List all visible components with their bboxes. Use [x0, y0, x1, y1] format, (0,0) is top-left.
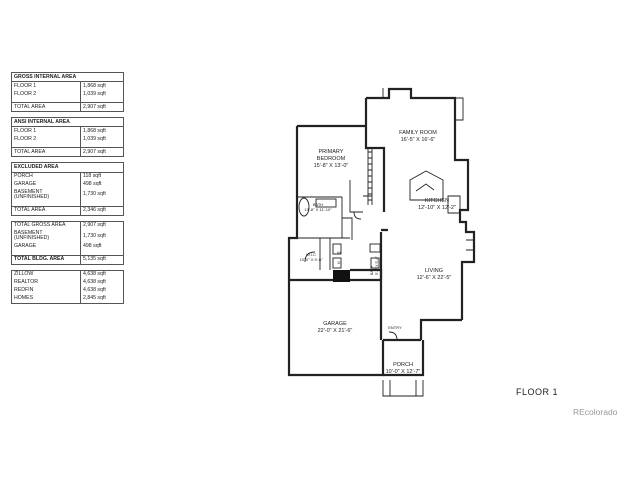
area-table-header: EXCLUDED AREA [11, 162, 124, 173]
porch-walls [383, 340, 425, 377]
room-label-kitchen: KITCHEN [425, 198, 449, 204]
room-label-wic: W.I.C [306, 252, 316, 257]
room-dims-bath: 13'-8" X 11'-10" [304, 207, 332, 212]
living-walls [419, 318, 462, 340]
room-dims-porch: 10'-0" X 12'-7" [386, 369, 421, 375]
area-row-value: 1,730 sqft [80, 188, 124, 202]
room-dims-wic: 10'-0" X 9'-6" [299, 257, 323, 262]
watermark: REcolorado [573, 407, 618, 417]
room-label-porch: PORCH [393, 362, 413, 368]
area-row-value: 4,638 sqft [80, 278, 124, 287]
area-row-value: 2,907 sqft [80, 102, 124, 113]
center-walls [379, 228, 421, 342]
area-row-value: 498 sqft [80, 242, 124, 251]
room-dims-garage: 22'-0" X 21'-6" [318, 328, 353, 334]
family-room-walls [366, 87, 476, 320]
room-label-bath: BATH [313, 202, 323, 207]
area-row-value: 1,039 sqft [80, 90, 124, 99]
room-label-w: W [337, 250, 341, 255]
area-row-value: 1,730 sqft [80, 229, 124, 243]
room-dims-living: 12'-6" X 22'-5" [417, 275, 452, 281]
room-dims-primary-bedroom: 15'-8" X 13'-0" [314, 163, 349, 169]
area-row-value: 4,638 sqft [80, 269, 124, 279]
room-dims-small-bath: 5'-0" X 5'-4" [375, 256, 379, 275]
stair-block [333, 270, 350, 282]
room-label-entry: ENTRY [388, 325, 402, 330]
area-row-value: 4,638 sqft [80, 286, 124, 295]
area-row-value: 2,907 sqft [80, 147, 124, 158]
area-row-value: 118 sqft [80, 172, 124, 181]
primary-bedroom-walls [287, 124, 366, 262]
room-label-d: D [338, 260, 341, 265]
room-dims-family-room: 16'-5" X 16'-6" [401, 137, 436, 143]
area-row-value: 1,868 sqft [80, 81, 124, 91]
area-row-value: 5,135 sqft [80, 254, 124, 265]
area-row-value: 2,845 sqft [80, 294, 124, 304]
area-table-header: ANSI INTERNAL AREA [11, 117, 124, 128]
area-row-value: 1,039 sqft [80, 135, 124, 144]
area-table-row: BASEMENT (UNFINISHED)1,730 sqft [11, 188, 124, 202]
area-table-header: GROSS INTERNAL AREA [11, 71, 124, 83]
floor-label: FLOOR 1 [516, 387, 559, 397]
room-dims-kitchen: 12'-10" X 12'-2" [418, 205, 456, 211]
area-row-value: 1,868 sqft [80, 126, 124, 136]
area-row-value: 498 sqft [80, 180, 124, 189]
area-row-value: 2,346 sqft [80, 205, 124, 216]
area-row-value: 2,907 sqft [80, 220, 124, 230]
room-label-family-room: FAMILY ROOM [399, 130, 437, 136]
room-label-small-bath: BATH [370, 265, 374, 275]
area-table-row: BASEMENT (UNFINISHED)1,730 sqft [11, 229, 124, 243]
room-label-garage: GARAGE [323, 321, 347, 327]
left-upper-walls [364, 98, 386, 212]
room-label-living: LIVING [425, 268, 443, 274]
room-label-primary-bedroom: PRIMARY [319, 149, 344, 155]
room-label-primary-bedroom-2: BEDROOM [317, 156, 346, 162]
